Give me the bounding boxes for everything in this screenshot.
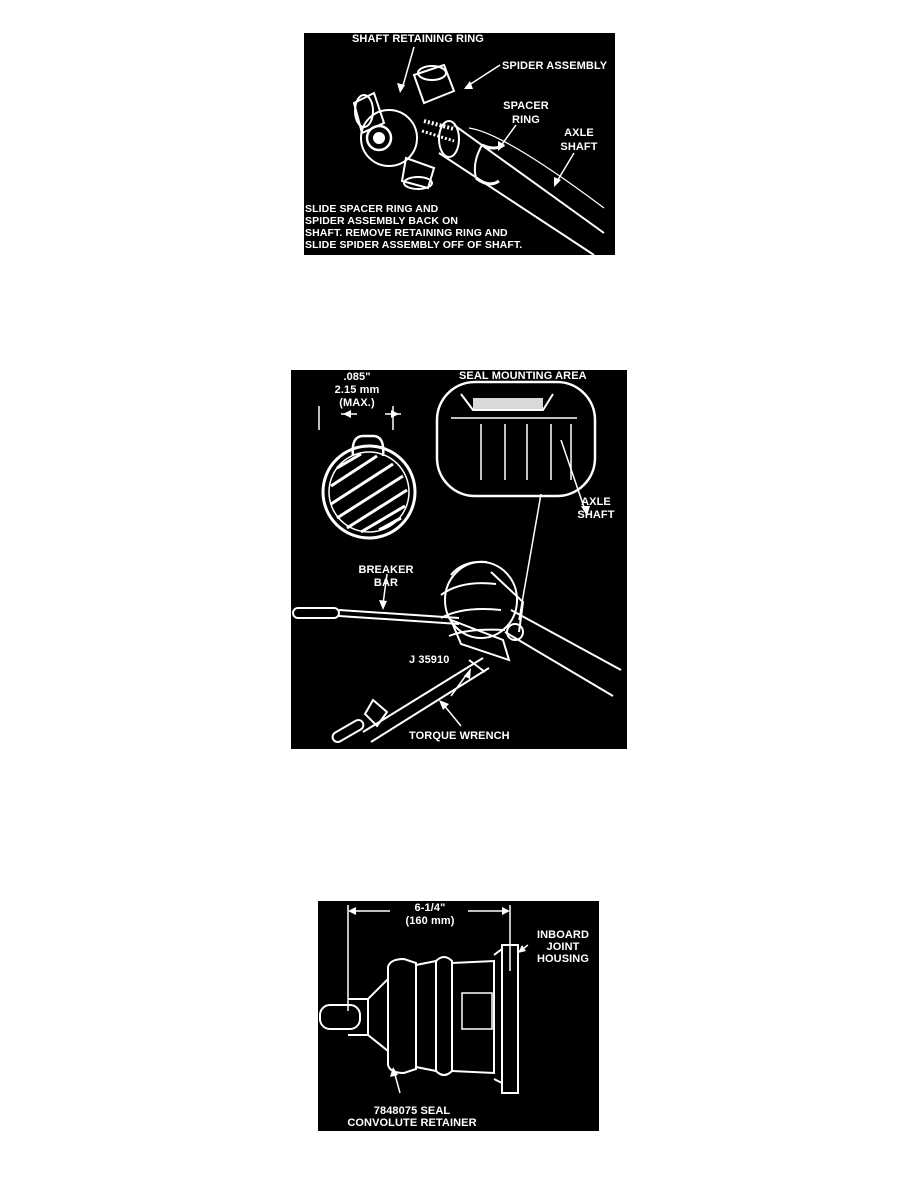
label-axle-shaft-line1: AXLE (564, 127, 594, 139)
label-breaker-bar-line2: BAR (373, 577, 399, 589)
label-axle-shaft-line2: SHAFT (560, 141, 598, 153)
label-inboard-line1: INBOARD (536, 929, 590, 941)
label-shaft-retaining-ring: SHAFT RETAINING RING (352, 33, 484, 45)
label-clearance-mm: 2.15 mm (334, 384, 380, 396)
joint-housing-illustration (319, 905, 529, 1094)
label-breaker-bar-line1: BREAKER (358, 564, 414, 576)
label-dimension-in: 6-1/4" (414, 902, 446, 914)
spider-assembly-illustration (352, 46, 605, 255)
seal-installation-illustration (292, 380, 622, 743)
label-inboard-line2: JOINT (546, 941, 580, 953)
label-axle-shaft-line1: AXLE (581, 496, 611, 508)
label-spacer-ring-line1: SPACER (503, 100, 549, 112)
label-seal-mounting-area: SEAL MOUNTING AREA (459, 370, 587, 382)
label-clearance-in: .085" (343, 371, 371, 383)
caption-line-4: SLIDE SPIDER ASSEMBLY OFF OF SHAFT. (305, 239, 523, 251)
label-torque-wrench: TORQUE WRENCH (409, 730, 510, 742)
caption-line-3: SHAFT. REMOVE RETAINING RING AND (305, 227, 508, 239)
label-tool-j35910: J 35910 (409, 654, 450, 666)
label-spacer-ring-line2: RING (512, 114, 540, 126)
figure-seal-installation: .085" 2.15 mm (MAX.) SEAL MOUNTING AREA … (291, 370, 627, 749)
label-retainer-line2: CONVOLUTE RETAINER (347, 1117, 477, 1129)
label-retainer-line1: 7848075 SEAL (373, 1105, 451, 1117)
figure-spider-assembly: SHAFT RETAINING RING SPIDER ASSEMBLY SPA… (304, 33, 615, 255)
caption-line-2: SPIDER ASSEMBLY BACK ON (305, 215, 459, 227)
label-dimension-mm: (160 mm) (405, 915, 455, 927)
label-axle-shaft-line2: SHAFT (577, 509, 615, 521)
label-inboard-line3: HOUSING (536, 953, 590, 965)
label-spider-assembly: SPIDER ASSEMBLY (502, 60, 608, 72)
figure-joint-housing-dimension: 6-1/4" (160 mm) INBOARD JOINT HOUSING 78… (318, 901, 599, 1131)
caption-line-1: SLIDE SPACER RING AND (305, 203, 439, 215)
label-clearance-max: (MAX.) (339, 397, 375, 409)
